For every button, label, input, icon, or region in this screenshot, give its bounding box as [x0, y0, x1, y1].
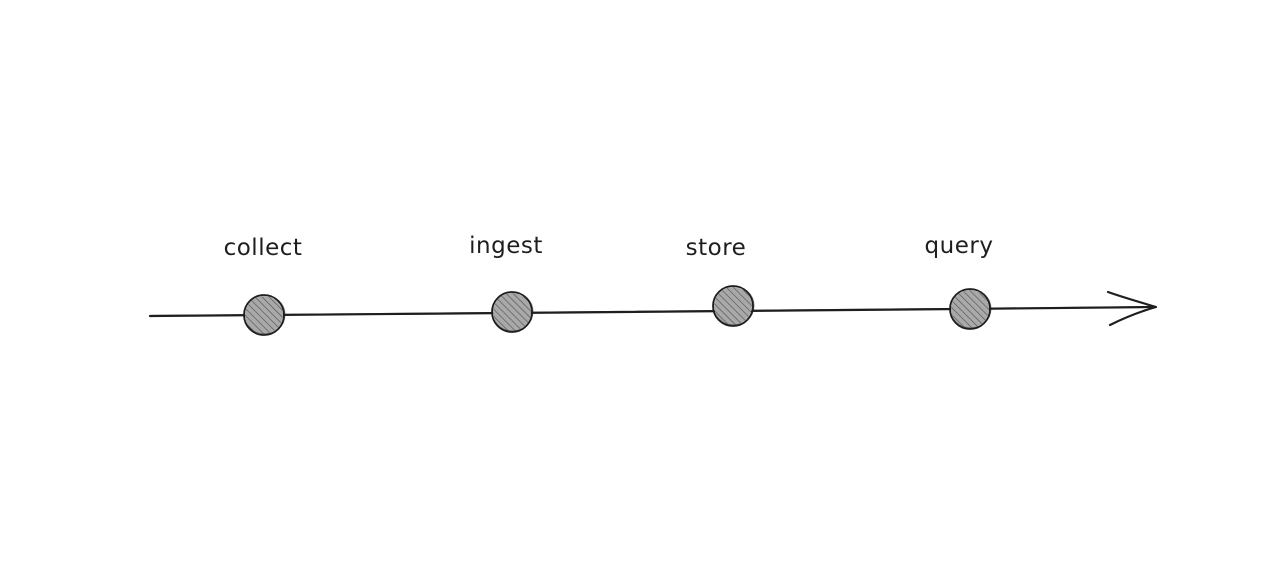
timeline-arrowhead	[1106, 290, 1158, 327]
stage-node-fill	[951, 290, 989, 328]
stage-node-fill	[493, 293, 531, 331]
stage-node-sketch	[949, 288, 992, 329]
stage-node-fill	[245, 296, 283, 334]
stage-label-store: store	[686, 235, 747, 261]
stage-node-fill	[714, 287, 752, 325]
stage-node-sketch	[243, 294, 286, 335]
stage-node-sketch	[712, 285, 755, 326]
stage-label-collect: collect	[224, 235, 303, 261]
stage-node-collect: collect	[224, 235, 303, 336]
stage-node-sketch	[491, 291, 534, 332]
stage-label-query: query	[925, 233, 994, 259]
stage-node-store: store	[686, 235, 755, 327]
stage-label-ingest: ingest	[469, 233, 543, 259]
stage-node-ingest: ingest	[469, 233, 543, 333]
stage-node-query: query	[925, 233, 994, 330]
timeline-axis-line-sketch	[151, 305, 1154, 317]
